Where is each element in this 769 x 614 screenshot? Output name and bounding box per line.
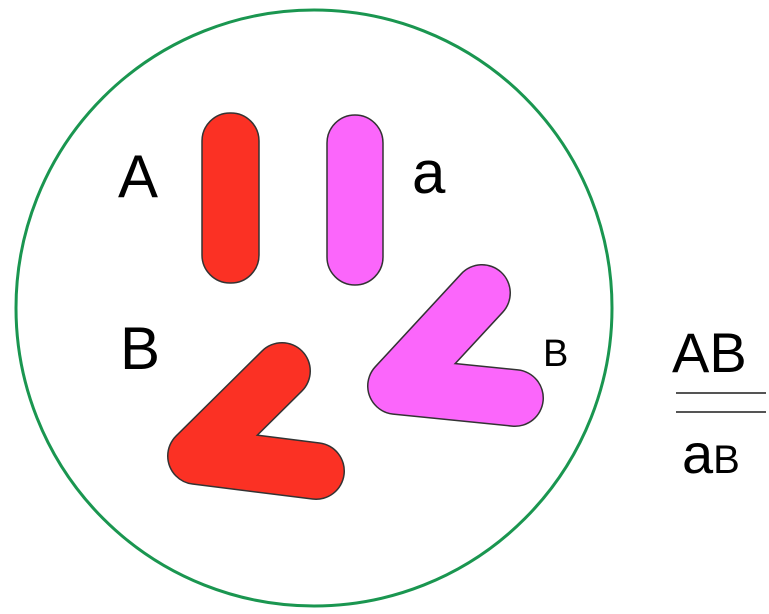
label-B-right: B bbox=[543, 333, 568, 375]
label-B-left: B bbox=[120, 315, 160, 382]
label-A: A bbox=[118, 143, 158, 210]
cell-circle bbox=[16, 10, 612, 606]
genotype-denominator-B: B bbox=[713, 438, 740, 482]
genotype-denominator: aB bbox=[682, 422, 740, 485]
label-a: a bbox=[412, 139, 446, 206]
chromosome-A-red bbox=[202, 113, 259, 283]
genotype-denominator-a: a bbox=[682, 422, 714, 485]
chromosome-B-red bbox=[196, 371, 316, 471]
genotype-numerator: AB bbox=[672, 321, 747, 384]
chromosome-B-pink bbox=[396, 293, 515, 398]
chromosome-a-pink bbox=[327, 115, 383, 285]
